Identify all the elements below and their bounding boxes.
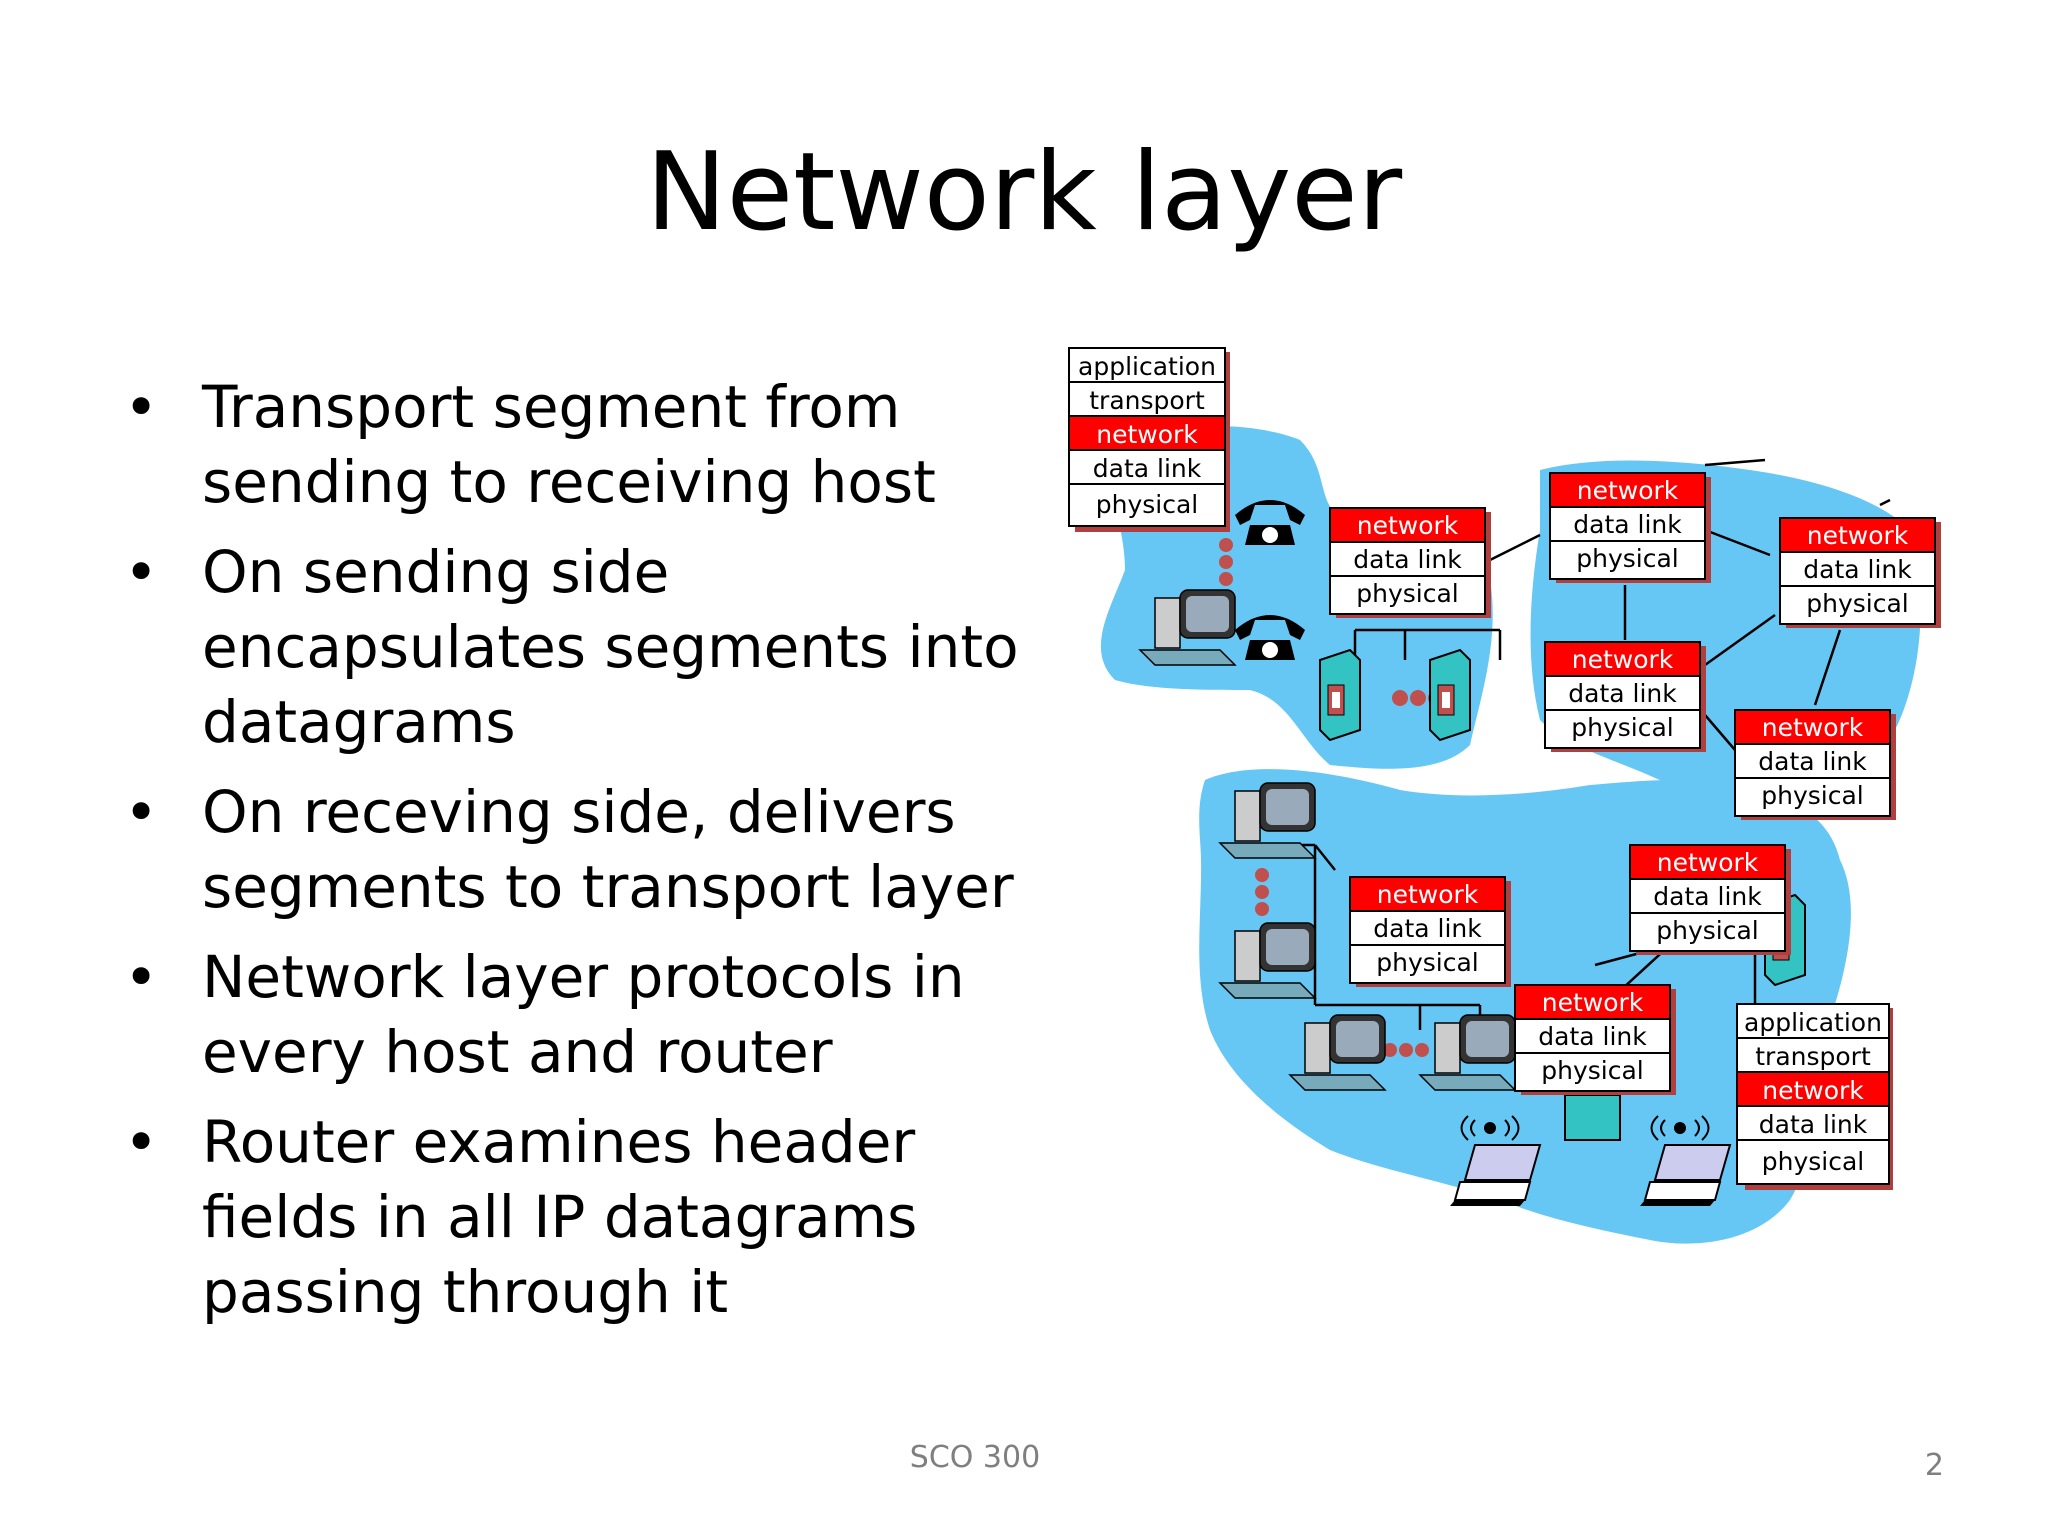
stack-layer-transport: transport	[1755, 1042, 1871, 1071]
protocol-stack-host: application transport network data link …	[1736, 1003, 1893, 1190]
stack-layer-network: network	[1807, 521, 1909, 550]
bullet-text: Network layer protocols in every host an…	[202, 943, 965, 1086]
stack-layer-data-link: data link	[1353, 545, 1462, 574]
telephone-icon	[1235, 615, 1305, 660]
protocol-stack-router: network data link physical	[1514, 984, 1676, 1095]
protocol-stack-router: network data link physical	[1549, 472, 1711, 583]
stack-layer-network: network	[1577, 476, 1679, 505]
stack-layer-physical: physical	[1541, 1056, 1644, 1085]
protocol-stack-router: network data link physical	[1544, 641, 1706, 752]
stack-layer-data-link: data link	[1538, 1022, 1647, 1051]
bullet-item: • Router examines header fields in all IP…	[120, 1105, 1020, 1330]
stack-layer-data-link: data link	[1373, 914, 1482, 943]
stack-layer-data-link: data link	[1568, 679, 1677, 708]
laptop-icon	[1450, 1144, 1542, 1206]
bullet-marker: •	[124, 1108, 159, 1176]
protocol-stack-router: network data link physical	[1349, 876, 1511, 987]
protocol-stack-router: network data link physical	[1779, 517, 1941, 628]
stack-layer-data-link: data link	[1758, 747, 1867, 776]
stack-layer-network: network	[1096, 420, 1198, 449]
server-icon	[1564, 1094, 1621, 1141]
stack-layer-physical: physical	[1096, 490, 1199, 519]
stack-layer-physical: physical	[1761, 781, 1864, 810]
bullet-text: On receving side, delivers segments to t…	[202, 778, 1014, 921]
bullet-item: • On receving side, delivers segments to …	[120, 775, 1020, 925]
stack-layer-data-link: data link	[1093, 454, 1202, 483]
stack-layer-data-link: data link	[1573, 510, 1682, 539]
router-stacks: network data link physical network data link…	[1329, 472, 1941, 1095]
bullet-text: Router examines header fields in all IP …	[202, 1108, 918, 1326]
protocol-stack-host: application transport network data link …	[1068, 347, 1230, 532]
stack-layer-data-link: data link	[1653, 882, 1762, 911]
stack-layer-network: network	[1572, 645, 1674, 674]
bullet-list: • Transport segment from sending to recei…	[120, 370, 1020, 1345]
protocol-stack-router: network data link physical	[1629, 844, 1791, 955]
bullet-item: • Network layer protocols in every host a…	[120, 940, 1020, 1090]
bullet-item: • Transport segment from sending to recei…	[120, 370, 1020, 520]
stack-layer-application: application	[1744, 1008, 1882, 1037]
wireless-signal-icon	[1460, 1115, 1520, 1141]
telephone-icon	[1235, 500, 1305, 545]
stack-layer-transport: transport	[1089, 386, 1205, 415]
stack-layer-physical: physical	[1762, 1147, 1865, 1176]
stack-layer-network: network	[1762, 1076, 1864, 1105]
protocol-stack-router: network data link physical	[1734, 709, 1896, 820]
bullet-marker: •	[124, 943, 159, 1011]
stack-layer-network: network	[1762, 713, 1864, 742]
stack-layer-application: application	[1078, 352, 1216, 381]
stack-layer-physical: physical	[1656, 916, 1759, 945]
bullet-item: • On sending side encapsulates segments i…	[120, 535, 1020, 760]
bullet-marker: •	[124, 778, 159, 846]
stack-layer-physical: physical	[1356, 579, 1459, 608]
stack-layer-network: network	[1657, 848, 1759, 877]
slide-title: Network layer	[645, 130, 1403, 255]
stack-layer-network: network	[1357, 511, 1459, 540]
bullet-text: On sending side encapsulates segments in…	[202, 538, 1019, 756]
stack-layer-physical: physical	[1571, 713, 1674, 742]
stack-layer-data-link: data link	[1803, 555, 1912, 584]
stack-layer-physical: physical	[1376, 948, 1479, 977]
stack-layer-network: network	[1377, 880, 1479, 909]
stack-layer-physical: physical	[1806, 589, 1909, 618]
bullet-text: Transport segment from sending to receiv…	[202, 373, 936, 516]
page-number: 2	[1924, 1448, 1944, 1483]
stack-layer-physical: physical	[1576, 544, 1679, 573]
bullet-marker: •	[124, 538, 159, 606]
protocol-stack-router: network data link physical	[1329, 507, 1491, 618]
stack-layer-network: network	[1542, 988, 1644, 1017]
stack-layer-data-link: data link	[1759, 1110, 1868, 1139]
desktop-computer-icon	[1138, 589, 1237, 666]
slide-footer: SCO 300	[909, 1440, 1041, 1475]
bullet-marker: •	[124, 373, 159, 441]
server-icon	[1319, 648, 1361, 742]
